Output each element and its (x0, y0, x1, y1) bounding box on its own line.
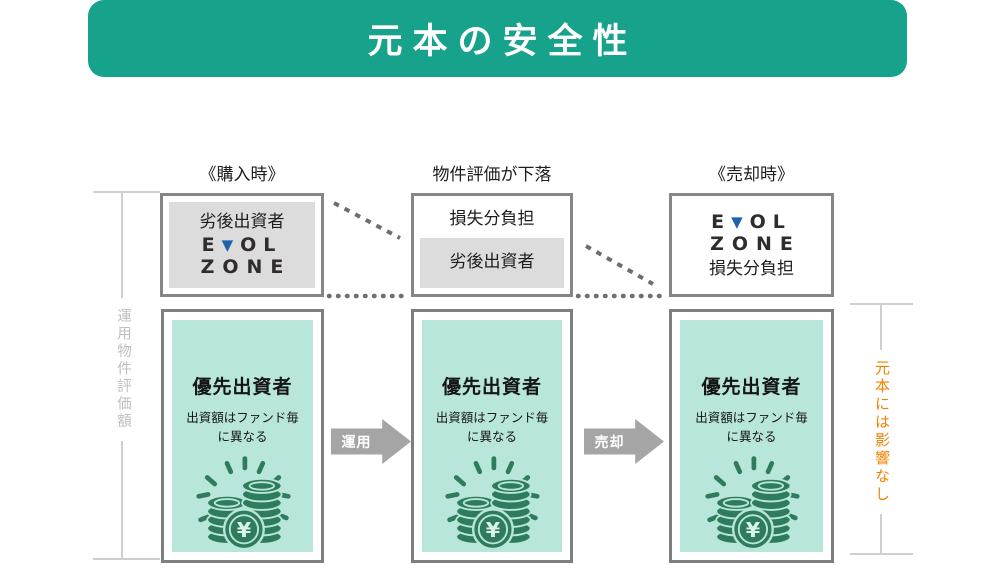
evol-zone-logo: E ▼ OL ZONE (702, 211, 801, 256)
priority-note: 出資額はファンド毎 に異なる (186, 410, 299, 445)
principal-safe-label: 元本には影響なし (871, 350, 894, 514)
heading-sale: 《売却時》 (709, 165, 794, 185)
priority-investor-box-operating: 優先出資者 出資額はファンド毎 に異なる (411, 309, 573, 563)
right-bracket-bottom-cap (850, 553, 913, 555)
left-bracket-top-cap (93, 191, 160, 193)
subordinated-gray-panel: 劣後出資者 E ▼ OL ZONE (169, 202, 315, 288)
logo-letters-ol: OL (240, 233, 283, 256)
yen-symbol: ¥ (236, 518, 251, 542)
logo-letters-ol: OL (749, 211, 792, 234)
logo-zone: ZONE (710, 232, 801, 255)
left-bracket-bottom-cap (93, 558, 160, 560)
coins-icon: ¥ (440, 452, 544, 550)
loss-burden-label: 損失分負担 (709, 258, 794, 279)
priority-investor-label: 優先出資者 (701, 376, 802, 398)
subordinated-investor-label: 劣後出資者 (449, 252, 535, 273)
logo-blue-triangle-icon: ▼ (221, 236, 234, 255)
priority-investor-box-sale: 優先出資者 出資額はファンド毎 に異なる (669, 309, 834, 563)
evol-zone-logo: E ▼ OL ZONE (193, 233, 292, 279)
logo-zone: ZONE (200, 255, 292, 278)
purchase-subordinated-box: 劣後出資者 E ▼ OL ZONE (160, 193, 324, 297)
priority-note: 出資額はファンド毎 に異なる (695, 410, 808, 445)
priority-investor-label: 優先出資者 (441, 376, 542, 398)
loss-burden-label: 損失分負担 (449, 209, 535, 230)
operate-arrow-label: 運用 (341, 434, 372, 451)
subordinated-investor-label: 劣後出資者 (199, 211, 285, 232)
priority-investor-label: 優先出資者 (192, 376, 293, 398)
coins-icon: ¥ (191, 452, 295, 550)
sale-loss-box: E ▼ OL ZONE 損失分負担 (669, 193, 834, 297)
logo-letter-e: E (201, 233, 215, 256)
sell-arrow: 売却 (584, 419, 664, 464)
logo-letter-e: E (711, 211, 725, 234)
heading-valuation-decline: 物件評価が下落 (432, 165, 552, 185)
yen-symbol: ¥ (486, 518, 501, 542)
coins-icon: ¥ (700, 452, 804, 550)
dotted-diagonal-2 (585, 244, 654, 286)
decline-loss-box: 損失分負担 劣後出資者 (411, 193, 573, 297)
title-banner: 元本の安全性 (88, 0, 907, 77)
valuation-axis-label: 運用物件評価額 (112, 298, 135, 441)
heading-purchase: 《購入時》 (199, 165, 285, 185)
priority-investor-box-purchase: 優先出資者 出資額はファンド毎 に異なる (161, 309, 324, 563)
sell-arrow-label: 売却 (594, 434, 625, 451)
dotted-diagonal-1 (333, 201, 401, 240)
page-title: 元本の安全性 (367, 22, 638, 62)
yen-symbol: ¥ (745, 518, 760, 542)
subordinated-gray-panel: 劣後出資者 (420, 238, 564, 288)
logo-blue-triangle-icon: ▼ (731, 213, 743, 232)
operate-arrow: 運用 (331, 419, 411, 464)
priority-note: 出資額はファンド毎 に異なる (435, 410, 549, 445)
